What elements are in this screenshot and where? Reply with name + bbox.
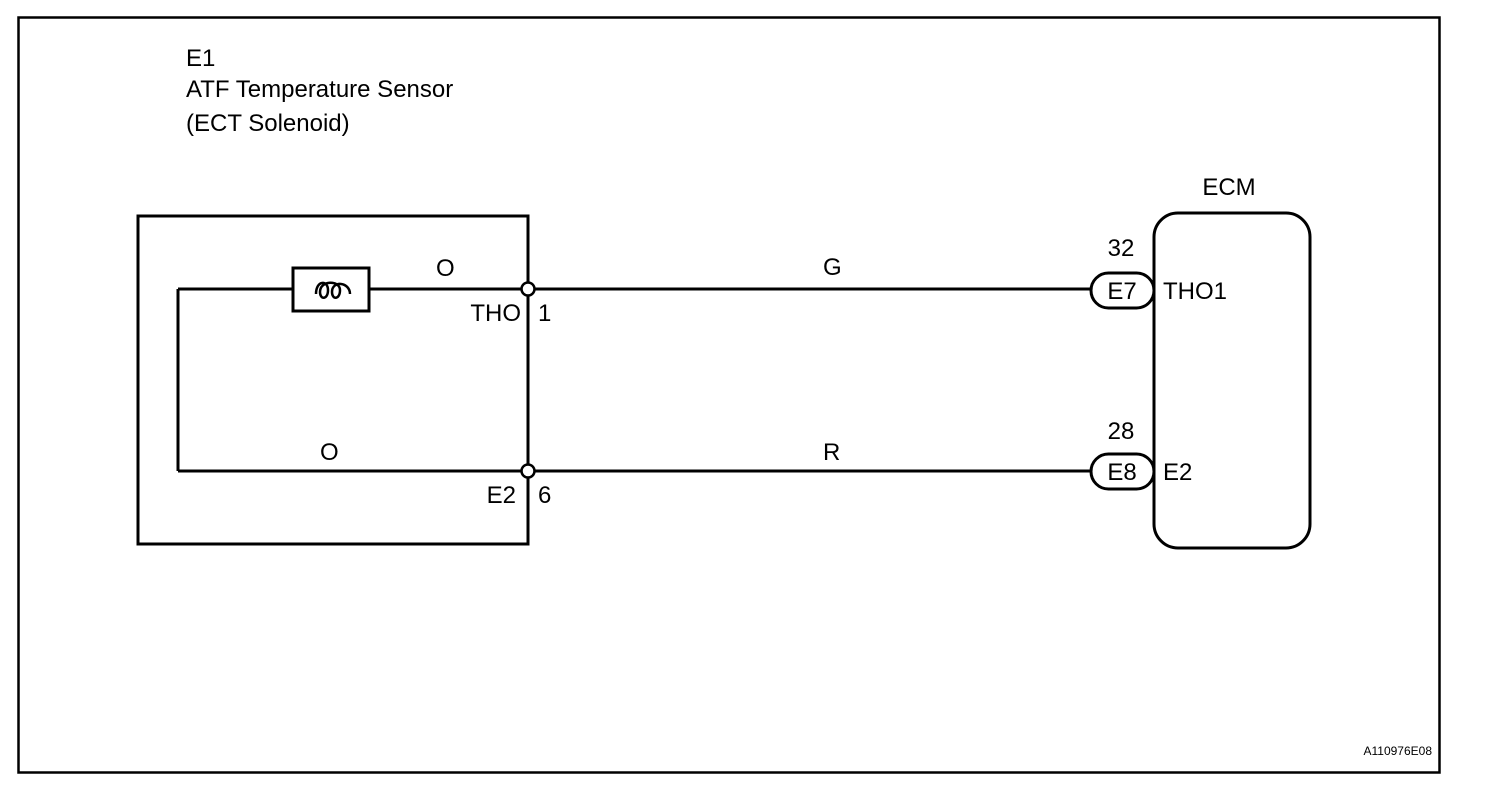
wire-color-red: R [823, 439, 840, 466]
thermistor-icon [291, 266, 371, 313]
internal-wire-color-top: O [436, 255, 455, 282]
pin-name-e2: E2 [487, 482, 516, 509]
pin-number-6: 6 [538, 482, 551, 509]
sensor-box [136, 214, 530, 546]
pin-number-1: 1 [538, 300, 551, 327]
ecm-label: ECM [1202, 174, 1255, 201]
internal-wire-color-bottom: O [320, 439, 339, 466]
connector-e8-label: E8 [1107, 459, 1136, 486]
component-code: E1 [186, 45, 215, 72]
connector-e8 [1089, 452, 1156, 491]
ecm-box [1152, 211, 1312, 550]
terminal-pin-28: 28 [1108, 418, 1135, 445]
component-sub-name: (ECT Solenoid) [186, 110, 350, 137]
pin-name-tho: THO [470, 300, 521, 327]
figure-reference: A110976E08 [1363, 744, 1432, 758]
connector-e7-label: E7 [1107, 278, 1136, 305]
pin-node-tho [520, 281, 536, 297]
pin-node-e2 [520, 463, 536, 479]
terminal-name-tho1: THO1 [1163, 278, 1227, 305]
component-name: ATF Temperature Sensor [186, 76, 453, 103]
terminal-pin-32: 32 [1108, 235, 1135, 262]
terminal-name-e2: E2 [1163, 459, 1192, 486]
connector-e7 [1089, 271, 1156, 310]
diagram-frame [17, 16, 1441, 774]
wire-color-green: G [823, 254, 842, 281]
